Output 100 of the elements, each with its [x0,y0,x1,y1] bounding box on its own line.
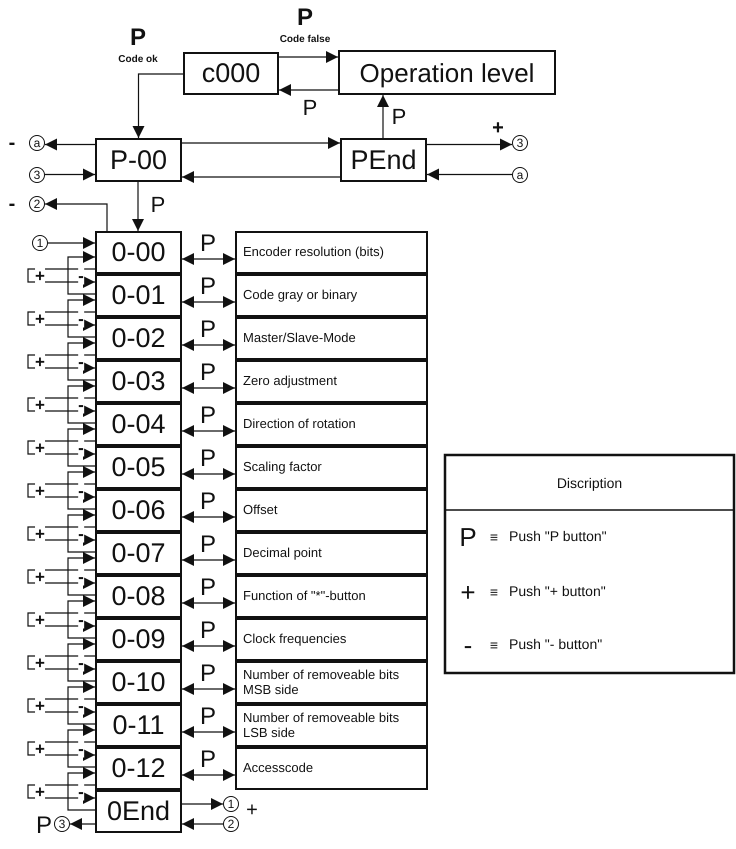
parameter-box [95,231,182,274]
description-text: Direction of rotation [243,417,356,432]
arrow [67,681,95,725]
connector-number: a [34,137,40,149]
edge-label: - [78,654,84,672]
arrow [182,425,235,437]
parameter-code: 0-12 [111,755,166,782]
arrow [67,552,95,596]
arrow [45,198,108,231]
connector-circle [54,816,70,832]
parameter-code: 0-04 [111,411,166,438]
parameter-code: 0-11 [112,712,165,739]
arrow [182,726,235,738]
connector-number: 2 [34,198,40,210]
edge-label: + [35,482,45,500]
legend-text: Push "+ button" [509,584,606,598]
description-box [235,446,428,489]
parameter-code: 0-06 [111,497,166,524]
arrow [67,380,95,424]
arrow [182,818,223,830]
edge-label: - [78,612,84,628]
parameter-box [95,403,182,446]
parameter-code: Operation level [360,60,534,86]
arrow [27,612,95,632]
connector-circle [512,167,528,183]
connector-number: 1 [36,237,44,249]
description-text: Clock frequencies [243,632,346,647]
connector-number: 3 [58,818,66,830]
connector-number: 2 [228,818,234,830]
description-box [235,618,428,661]
description-text: Offset [243,503,278,518]
parameter-box [95,790,182,833]
arrow [27,569,95,589]
edge-label: + [35,310,45,328]
arrow [67,509,95,553]
arrow [67,466,95,510]
edge-label: + [35,698,45,714]
arrow [132,182,144,231]
arrow [67,595,95,639]
parameter-box [95,704,182,747]
condition-note: Code ok [118,55,158,65]
description-box [235,661,428,704]
arrow [182,798,223,810]
edge-label: + [35,568,45,586]
parameter-code: 0-09 [111,626,166,653]
connector-circle [32,235,48,251]
condition-note: Code false [280,35,330,45]
arrow [27,526,95,546]
parameter-box [95,360,182,403]
parameter-box [95,575,182,618]
edge-label: - [78,268,84,284]
description-text: Number of removeable bits LSB side [243,710,400,740]
parameter-code: 0-03 [111,368,166,395]
parameter-box [95,317,182,360]
arrow [27,655,95,675]
description-text: Scaling factor [243,460,322,475]
parameter-box [95,747,182,790]
arrow [182,769,235,781]
connector-number: a [516,169,524,181]
edge-label: + [35,740,45,758]
connector-circle [29,167,45,183]
edge-label: - [78,526,84,542]
arrow [67,423,95,467]
connector-number: 1 [228,798,234,810]
arrow [27,698,95,718]
arrow [67,724,95,768]
arrow [182,468,235,480]
arrow [279,84,338,96]
connector-circle [223,816,239,832]
description-text: Number of removeable bits MSB side [243,668,400,698]
arrow [427,168,512,180]
arrow [27,354,95,374]
arrow [182,511,235,523]
description-box [235,231,428,274]
edge-label: - [78,354,84,370]
parameter-box [95,446,182,489]
arrow [182,640,235,652]
connector-circle [512,135,528,151]
description-text: Decimal point [243,546,322,561]
edge-label: - [78,698,84,714]
legend-text: Push "- button" [509,637,602,651]
description-box [235,489,428,532]
arrow [182,683,235,695]
arrow [27,440,95,460]
description-text: Encoder resolution (bits) [243,245,384,260]
arrow [182,339,235,351]
arrow [27,311,95,331]
edge-label: + [35,784,45,800]
edge-label: - [78,568,84,586]
edge-label: + [35,440,45,456]
parameter-box [95,661,182,704]
arrow [182,382,235,394]
arrow [27,397,95,417]
arrow [427,138,512,150]
arrow [27,784,95,804]
parameter-box [95,618,182,661]
description-box [235,704,428,747]
description-text: Zero adjustment [243,374,337,389]
parameter-code: 0End [106,798,170,825]
arrow [45,168,95,180]
